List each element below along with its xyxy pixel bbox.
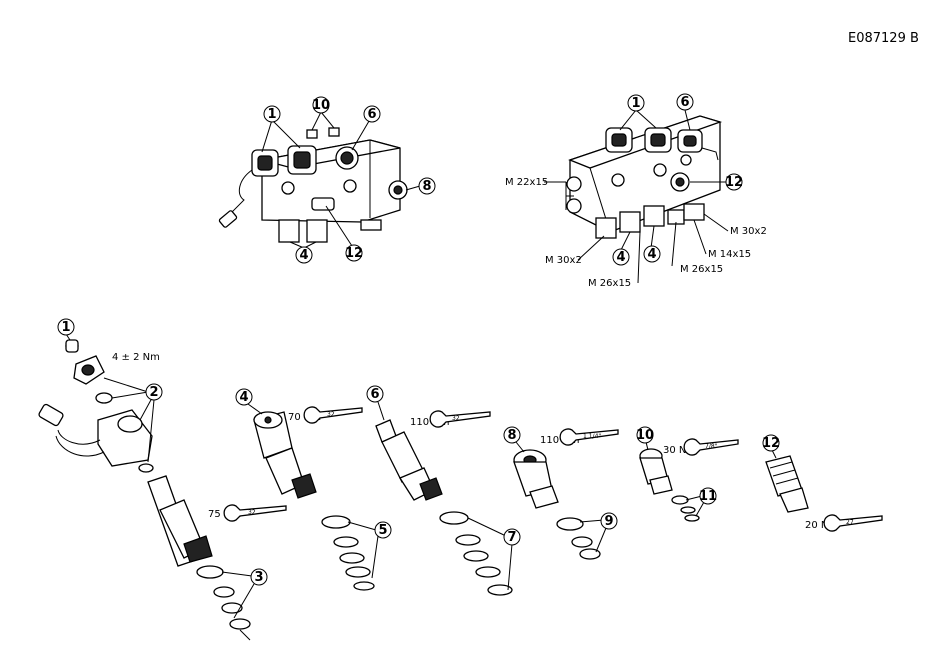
svg-text:2: 2 — [149, 385, 158, 400]
callout-9-parts: 9 — [601, 513, 617, 529]
solenoid-valve-assembly — [38, 334, 254, 640]
wrench-size-20nm: 27 — [846, 519, 854, 526]
torque-label-coil-nut: 4 ± 2 Nm — [112, 352, 160, 363]
callout-6-left: 6 — [364, 106, 380, 122]
wrench-70nm: 70 Nm 32 — [288, 407, 362, 423]
svg-text:4: 4 — [299, 248, 308, 263]
wrench-75nm: 75 Nm 32 — [208, 505, 286, 521]
valve-block-left — [219, 112, 420, 248]
thread-label-m22x15: M 22x15 — [505, 177, 548, 188]
svg-text:6: 6 — [680, 95, 689, 110]
svg-text:11: 11 — [699, 489, 717, 504]
thread-label-m26x15-right: M 26x15 — [680, 264, 723, 275]
svg-text:3: 3 — [254, 570, 263, 585]
cartridge-valve-8 — [514, 442, 606, 559]
svg-text:1: 1 — [631, 96, 640, 111]
callout-3-parts: 3 — [251, 569, 267, 585]
cartridge-valve-6 — [376, 402, 512, 595]
callout-10-left: 10 — [312, 97, 330, 113]
callout-8-parts: 8 — [504, 427, 520, 443]
callout-1-left: 1 — [264, 106, 280, 122]
cartridge-valve-4 — [248, 404, 378, 590]
callout-11-parts: 11 — [699, 488, 717, 504]
callout-1-right: 1 — [628, 95, 644, 111]
thread-label-m30x2-right: M 30x2 — [730, 226, 767, 237]
svg-text:4: 4 — [616, 250, 625, 265]
callout-2-parts: 2 — [146, 384, 162, 400]
wrench-size-70nm: 32 — [327, 411, 335, 418]
svg-text:5: 5 — [378, 523, 387, 538]
svg-text:10: 10 — [312, 98, 330, 113]
callout-4-left: 4 — [296, 247, 312, 263]
callout-7-parts: 7 — [504, 529, 520, 545]
svg-text:4: 4 — [239, 390, 248, 405]
callout-12-right: 12 — [725, 174, 743, 190]
svg-text:7: 7 — [507, 530, 516, 545]
wrench-20nm: 20 Nm 27 — [805, 515, 882, 531]
thread-label-m14x15: M 14x15 — [708, 249, 751, 260]
callout-8-left: 8 — [419, 178, 435, 194]
callout-4-parts: 4 — [236, 389, 252, 405]
wrench-110nm-a: 110 Nm 32 — [410, 411, 490, 428]
wrench-size-110nm-a: 32 — [452, 415, 460, 422]
document-code: E087129 B — [848, 31, 919, 46]
svg-text:4: 4 — [647, 247, 656, 262]
wrench-110nm-b: 110 Nm 1 1/4" — [540, 429, 618, 446]
svg-text:9: 9 — [604, 514, 613, 529]
callout-12-left: 12 — [345, 245, 363, 261]
svg-text:8: 8 — [422, 179, 431, 194]
callout-1-parts: 1 — [58, 319, 74, 335]
svg-text:6: 6 — [370, 387, 379, 402]
callout-10-parts: 10 — [636, 427, 654, 443]
callout-4-right-b: 4 — [644, 246, 660, 262]
pressure-switch-12 — [766, 450, 808, 512]
callout-4-right-a: 4 — [613, 249, 629, 265]
svg-text:6: 6 — [367, 107, 376, 122]
thread-label-m26x15-bottom: M 26x15 — [588, 278, 631, 289]
svg-text:12: 12 — [725, 175, 743, 190]
svg-text:12: 12 — [345, 246, 363, 261]
callout-6-parts: 6 — [367, 386, 383, 402]
wrench-size-75nm: 32 — [248, 509, 256, 516]
callout-5-parts: 5 — [375, 522, 391, 538]
callout-12-parts: 12 — [762, 435, 780, 451]
wrench-30nm: 30 Nm 7/8" — [663, 439, 738, 456]
thread-label-m30x2-bottom: M 30x2 — [545, 255, 582, 266]
svg-text:1: 1 — [61, 320, 70, 335]
wrench-size-30nm: 7/8" — [705, 443, 718, 450]
svg-text:12: 12 — [762, 436, 780, 451]
svg-text:10: 10 — [636, 428, 654, 443]
svg-text:1: 1 — [267, 107, 276, 122]
callout-6-right: 6 — [677, 94, 693, 110]
wrench-size-110nm-b: 1 1/4" — [583, 433, 601, 440]
svg-text:8: 8 — [507, 428, 516, 443]
